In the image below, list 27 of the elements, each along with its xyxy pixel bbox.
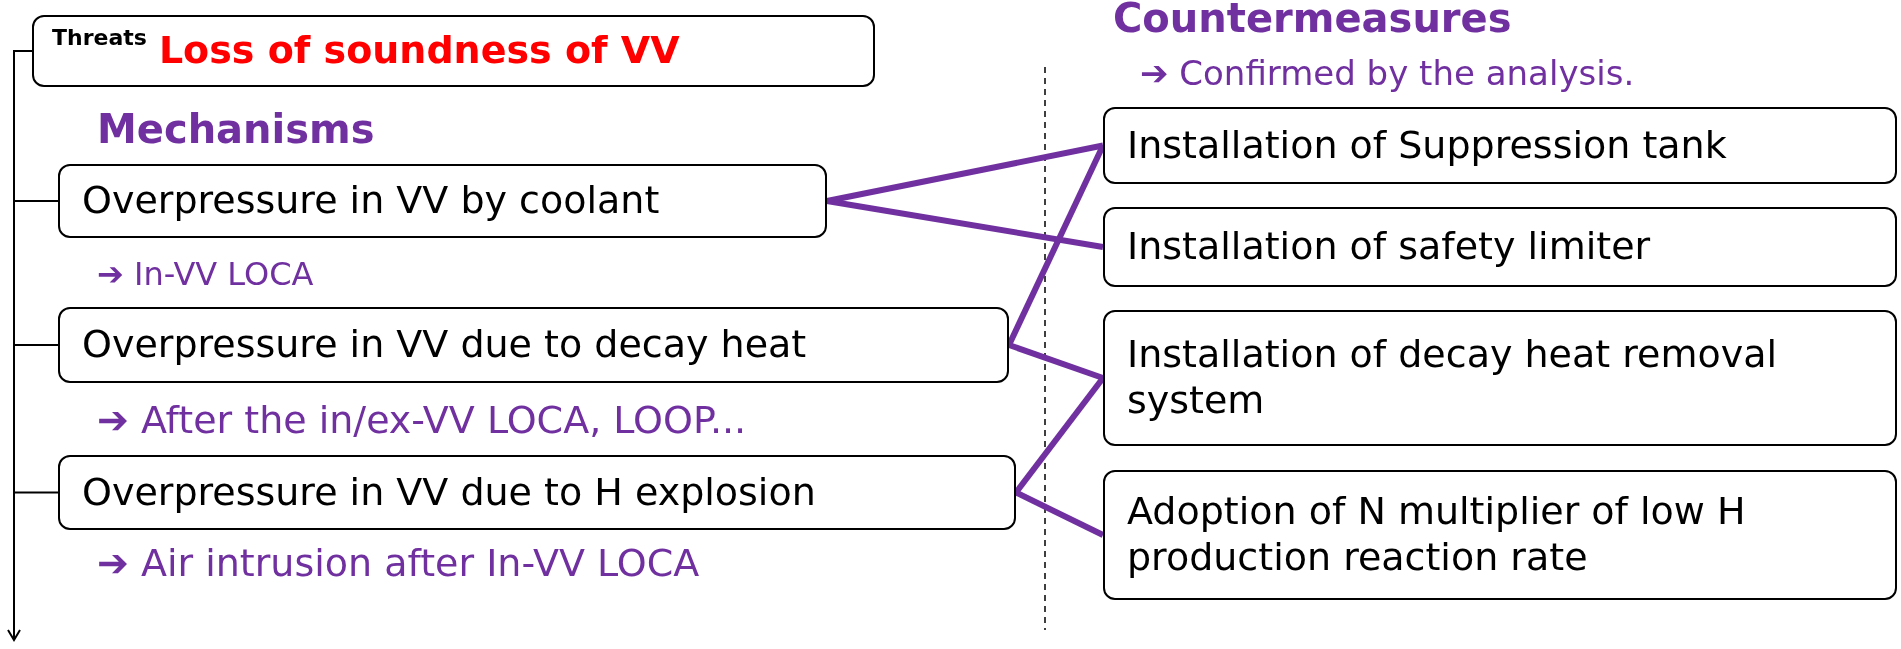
- section-heading: Mechanisms: [97, 105, 375, 153]
- box-text: Installation of decay heat removal system: [1127, 332, 1778, 424]
- connector-line: [826, 198, 1104, 250]
- process-box: [58, 307, 1009, 383]
- process-box: [58, 164, 827, 238]
- connector-line: [826, 142, 1104, 204]
- process-box: [1103, 107, 1897, 184]
- connector-line: [1008, 342, 1104, 381]
- box-text: Overpressure in VV by coolant: [82, 178, 660, 224]
- connector-line: [1014, 489, 1105, 538]
- note-text: ➔ After the in/ex-VV LOCA, LOOP...: [97, 398, 747, 444]
- box-text: Overpressure in VV due to H explosion: [82, 469, 816, 516]
- process-box: [58, 455, 1016, 530]
- box-text: Installation of Suppression tank: [1127, 122, 1727, 169]
- section-heading: Countermeasures: [1113, 0, 1512, 42]
- process-box: [1103, 310, 1897, 446]
- box-text: Installation of safety limiter: [1127, 224, 1651, 270]
- note-text: ➔ In-VV LOCA: [97, 255, 314, 294]
- threat-box: [32, 15, 875, 87]
- note-text: ➔ Air intrusion after In-VV LOCA: [97, 541, 700, 587]
- note-text: ➔ Confirmed by the analysis.: [1140, 53, 1635, 94]
- box-text: Overpressure in VV due to decay heat: [82, 322, 807, 368]
- category-label: Threats: [52, 25, 147, 52]
- process-box: [1103, 207, 1897, 287]
- threat-title: Loss of soundness of VV: [158, 28, 680, 74]
- box-text: Adoption of N multiplier of low H production reaction rate: [1127, 489, 1747, 581]
- process-box: [1103, 470, 1897, 600]
